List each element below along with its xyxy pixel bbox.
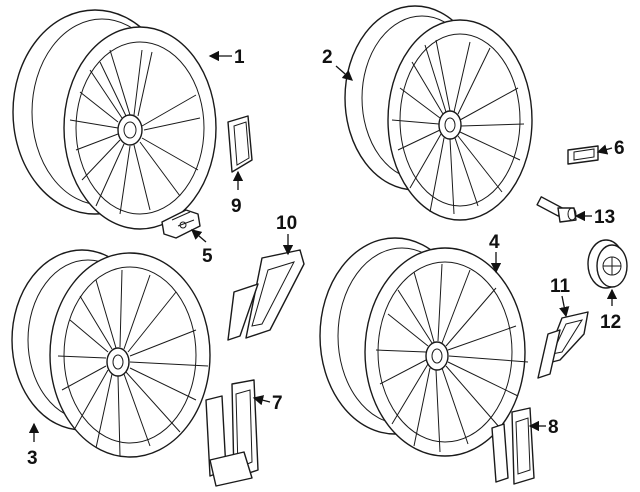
- callout-12: 12: [600, 312, 621, 333]
- callout-1: 1: [234, 47, 245, 68]
- callout-labels: 1 2 3 4 5 6 7 8 9 10 11 12 13: [27, 47, 625, 469]
- callout-2: 2: [322, 47, 333, 68]
- callout-6: 6: [614, 138, 625, 159]
- wheel-1: [12, 9, 217, 230]
- part-9-weight-plate: [227, 115, 253, 173]
- part-10-weight-strip: [227, 249, 305, 341]
- callout-11: 11: [550, 276, 571, 297]
- part-12-center-cap: [587, 239, 628, 289]
- callout-10: 10: [276, 213, 297, 234]
- wheel-2: [344, 5, 533, 221]
- wheel-3: [11, 249, 211, 458]
- leader-lines: [28, 50, 618, 442]
- part-7-clip-weights: [205, 379, 259, 487]
- callout-9: 9: [231, 196, 242, 217]
- callout-3: 3: [27, 448, 38, 469]
- callout-7: 7: [272, 393, 283, 414]
- part-13-lug-bolt: [536, 196, 577, 223]
- part-11-weight-strip: [537, 311, 589, 379]
- callout-5: 5: [202, 246, 213, 267]
- part-5-valve-sensor: [161, 209, 201, 239]
- callout-8: 8: [548, 417, 559, 438]
- part-6-badge: [567, 145, 599, 165]
- part-8-clip-weight: [491, 407, 535, 485]
- callout-4: 4: [489, 232, 500, 253]
- wheel-4: [319, 237, 529, 457]
- callout-13: 13: [594, 207, 615, 228]
